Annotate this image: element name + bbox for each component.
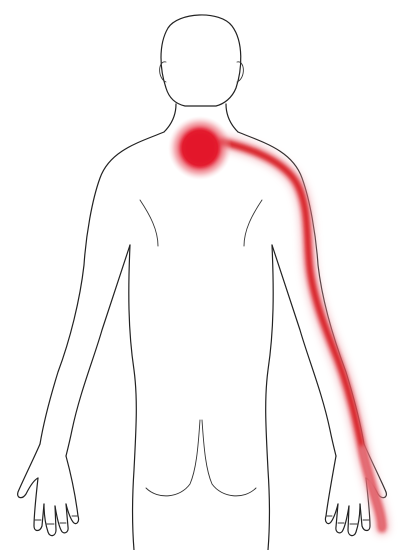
left-hand-outline	[18, 444, 79, 536]
head-outline	[160, 15, 244, 106]
pain-focus-point	[168, 116, 232, 180]
